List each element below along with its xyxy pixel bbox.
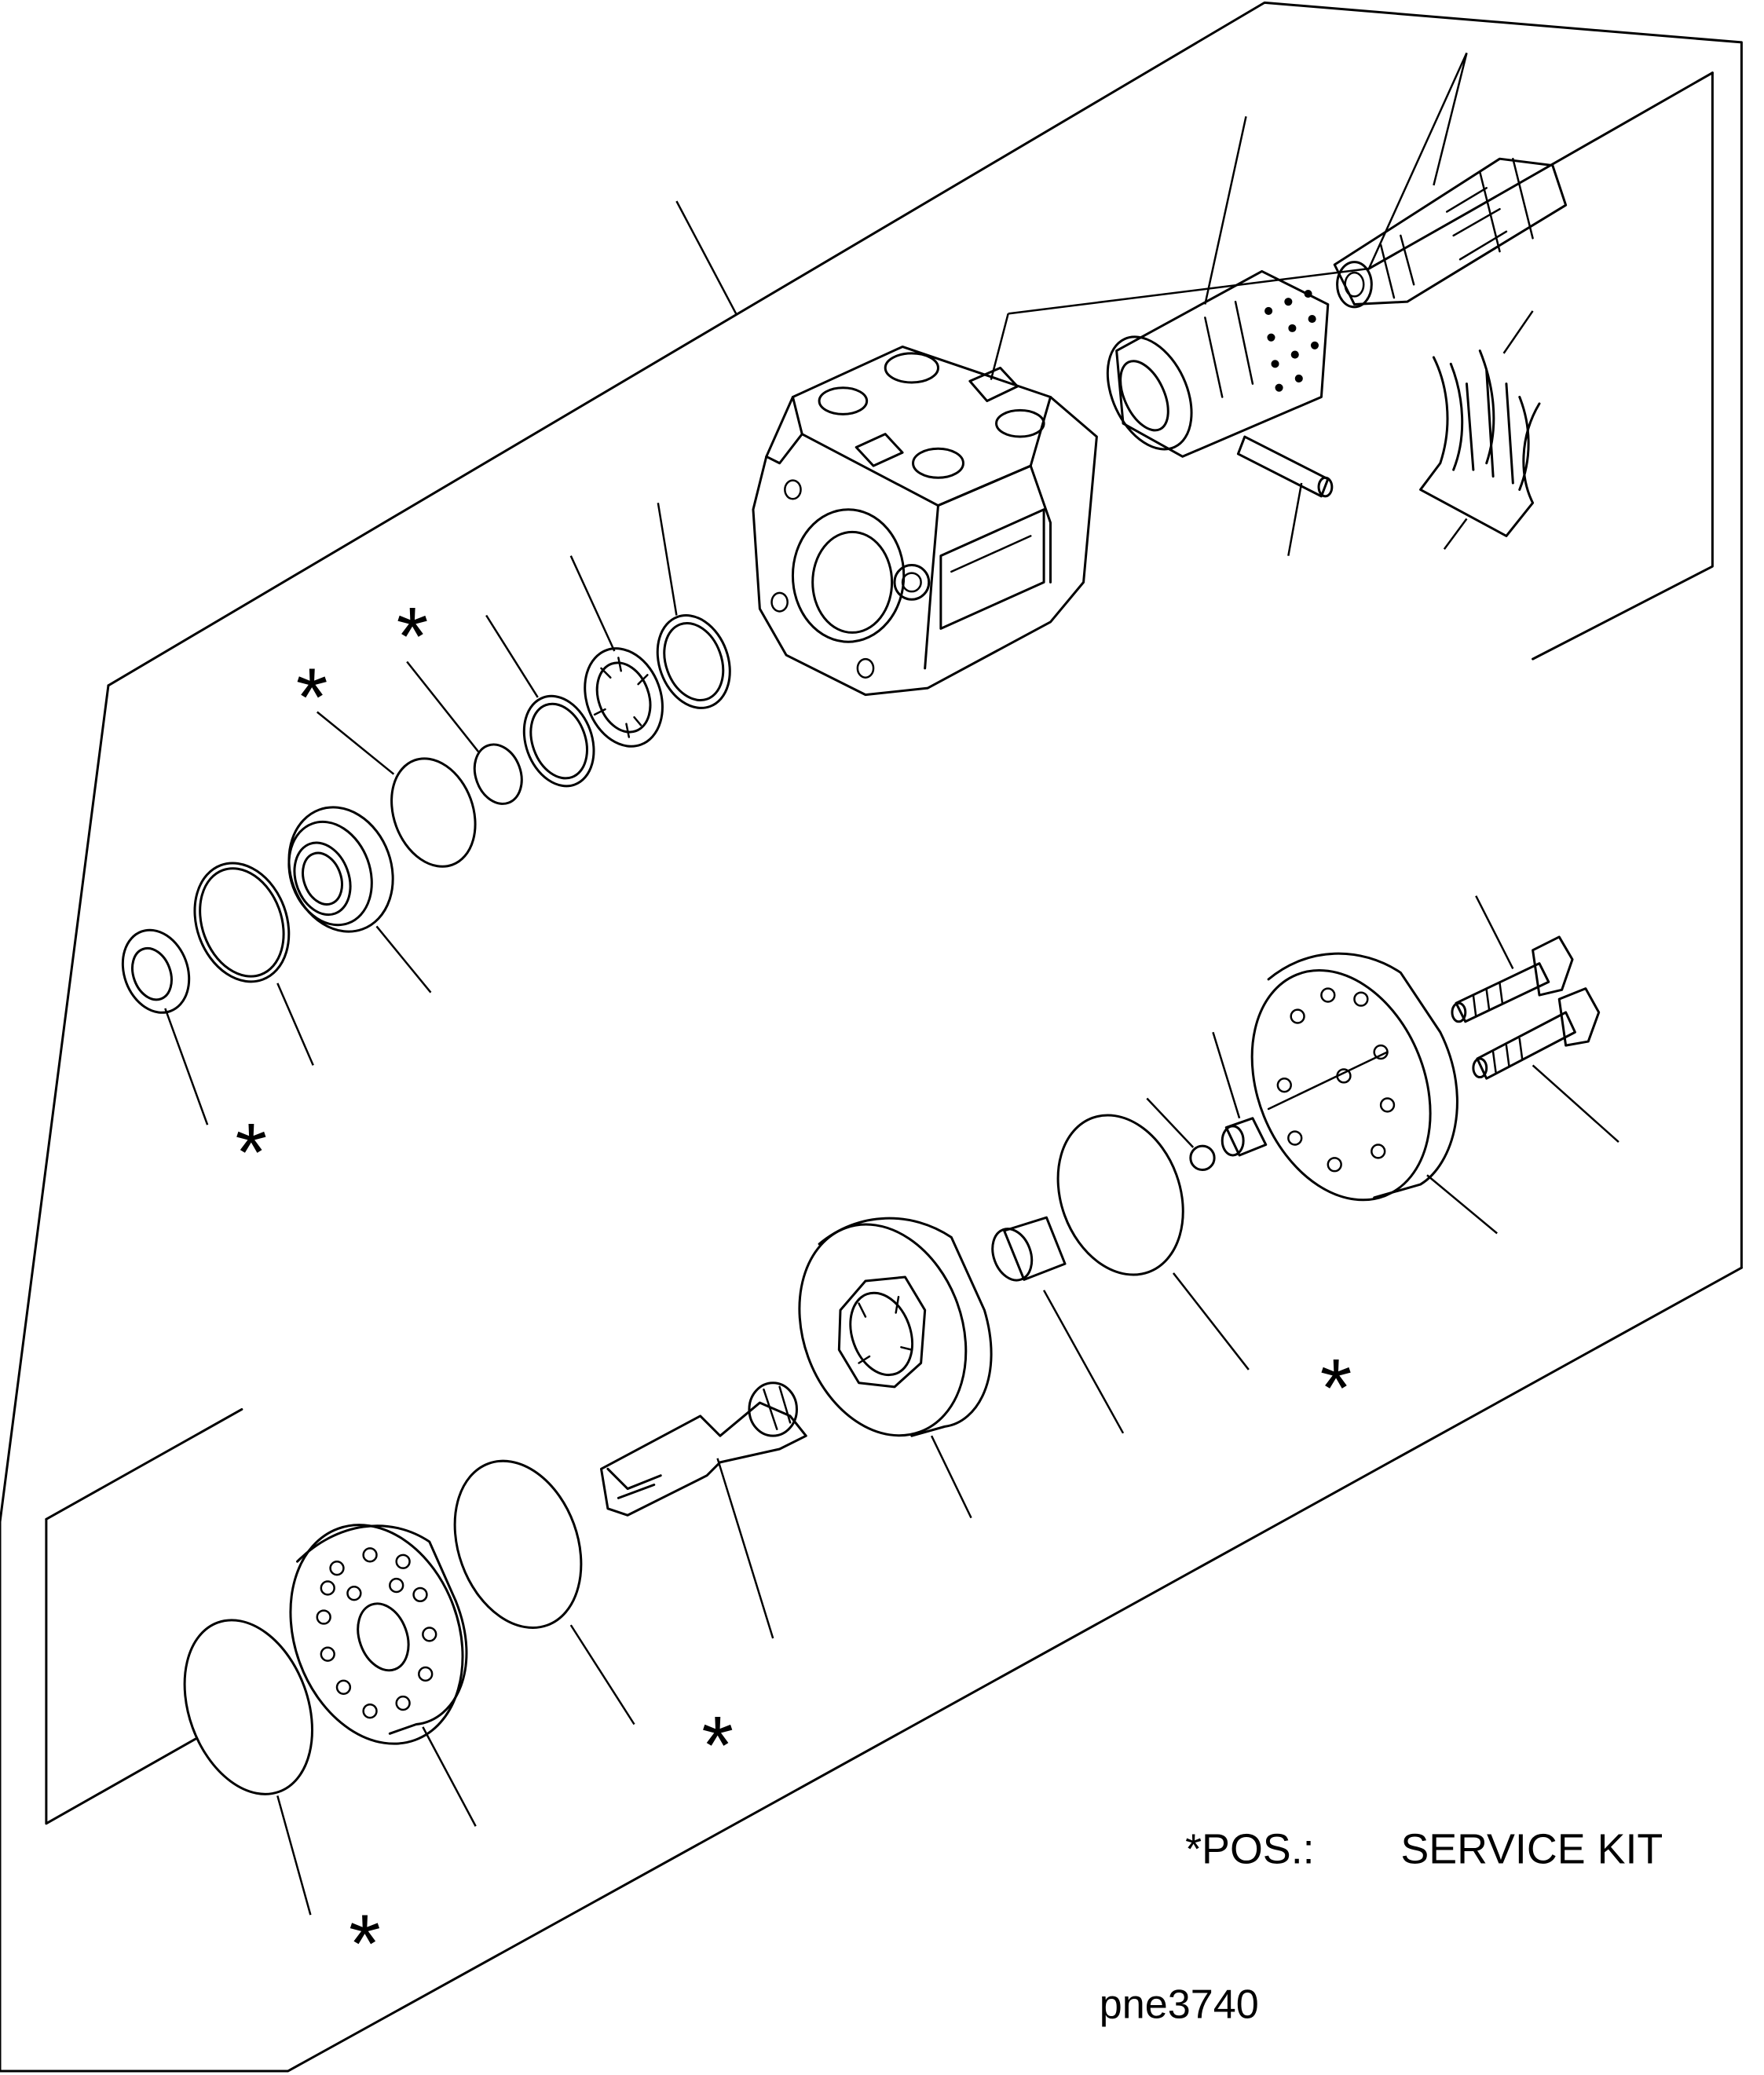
distributor-plate	[262, 1501, 492, 1769]
service-kit-marker: *	[701, 1700, 734, 1791]
valve-spool	[1334, 159, 1565, 307]
service-kit-marker: *	[349, 1899, 381, 1990]
centering-springs	[1421, 351, 1539, 536]
cap-screw-2	[1473, 989, 1599, 1079]
legend-prefix: *POS.:	[1185, 1825, 1315, 1872]
service-kit-markers: * * * * * *	[235, 591, 1352, 1990]
service-kit-marker: *	[397, 591, 429, 683]
drive-shaft	[601, 1383, 806, 1515]
sleeve-holes	[1264, 290, 1319, 392]
o-ring-lower-middle	[433, 1443, 603, 1645]
check-ball	[1191, 1146, 1214, 1169]
gear-set	[771, 1201, 994, 1459]
end-cap	[1220, 943, 1463, 1227]
valve-housing	[753, 346, 1096, 694]
o-ring-lower-left	[162, 1602, 335, 1812]
leader-lines	[165, 53, 1619, 1915]
seal-ring-2	[512, 686, 606, 796]
legend-label: SERVICE KIT	[1400, 1825, 1663, 1872]
end-cap-holes	[1278, 989, 1394, 1172]
valve-sleeve	[1091, 271, 1328, 463]
service-kit-marker: *	[1320, 1343, 1352, 1434]
seal-ring-1	[645, 605, 742, 718]
service-kit-marker: *	[235, 1107, 267, 1199]
bushing	[272, 792, 409, 946]
dust-seal	[112, 920, 200, 1022]
o-ring-middle	[179, 850, 305, 995]
bearing-race	[572, 638, 675, 758]
check-plug	[1222, 1118, 1266, 1155]
o-ring-lower-right	[1037, 1097, 1205, 1292]
o-ring-small	[467, 737, 529, 810]
distributor-plate-holes	[317, 1548, 436, 1718]
drawing-code: pne3740	[1100, 1982, 1259, 2028]
spacer	[986, 1217, 1065, 1286]
o-ring-large	[377, 747, 489, 879]
cap-screw-1	[1452, 937, 1572, 1022]
legend: *POS.: SERVICE KIT	[1185, 1825, 1663, 1872]
cross-pin	[1238, 437, 1331, 496]
service-kit-marker: *	[296, 652, 328, 743]
